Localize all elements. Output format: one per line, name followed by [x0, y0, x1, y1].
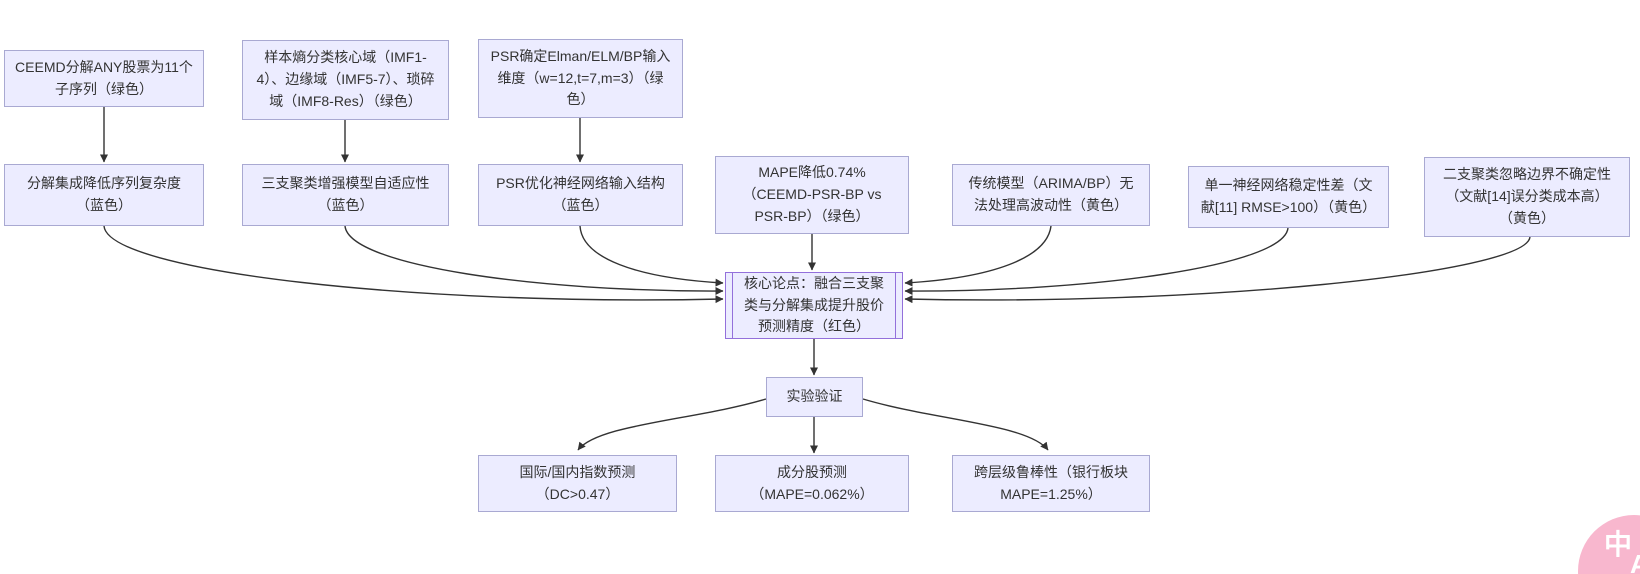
- node-mape-reduction: MAPE降低0.74%（CEEMD-PSR-BP vs PSR-BP）（绿色）: [715, 156, 909, 234]
- node-decomposition-ensemble: 分解集成降低序列复杂度（蓝色）: [4, 164, 204, 226]
- edge-experiment-to-index: [577, 398, 767, 451]
- edge-traditional-to-core: [904, 225, 1052, 287]
- node-sample-entropy: 样本熵分类核心域（IMF1-4）、边缘域（IMF5-7）、琐碎域（IMF8-Re…: [242, 40, 449, 120]
- edge-singlenet-to-core: [904, 227, 1289, 296]
- edge-psropt-to-core: [579, 225, 724, 287]
- node-experiment-validation: 实验验证: [766, 377, 863, 417]
- node-index-prediction: 国际/国内指数预测（DC>0.47）: [478, 455, 677, 512]
- translate-button[interactable]: 中 A: [1578, 515, 1640, 574]
- edge-group: [100, 107, 1531, 454]
- node-traditional-models: 传统模型（ARIMA/BP）无法处理高波动性（黄色）: [952, 164, 1150, 226]
- node-core-thesis: 核心论点：融合三支聚类与分解集成提升股价预测精度（红色）: [725, 272, 903, 339]
- node-single-network: 单一神经网络稳定性差（文献[11] RMSE>100）（黄色）: [1188, 166, 1389, 228]
- node-psr-dimension: PSR确定Elman/ELM/BP输入维度（w=12,t=7,m=3）（绿色）: [478, 39, 683, 118]
- edge-ensemble-to-core: [103, 225, 724, 304]
- edge-clustering-to-core: [344, 225, 724, 296]
- edge-twoway-to-core: [904, 236, 1531, 304]
- node-three-way-clustering: 三支聚类增强模型自适应性（蓝色）: [242, 164, 449, 226]
- node-cross-level-robustness: 跨层级鲁棒性（银行板块MAPE=1.25%）: [952, 455, 1150, 512]
- node-ceemd-decompose: CEEMD分解ANY股票为11个子序列（绿色）: [4, 50, 204, 107]
- node-two-way-clustering: 二支聚类忽略边界不确定性（文献[14]误分类成本高）（黄色）: [1424, 157, 1630, 237]
- translate-en-glyph: A: [1630, 549, 1640, 574]
- edge-experiment-to-robustness: [862, 398, 1049, 451]
- translate-cn-glyph: 中: [1604, 529, 1633, 560]
- node-psr-optimize: PSR优化神经网络输入结构（蓝色）: [478, 164, 683, 226]
- node-component-stock: 成分股预测（MAPE=0.062%）: [715, 455, 909, 512]
